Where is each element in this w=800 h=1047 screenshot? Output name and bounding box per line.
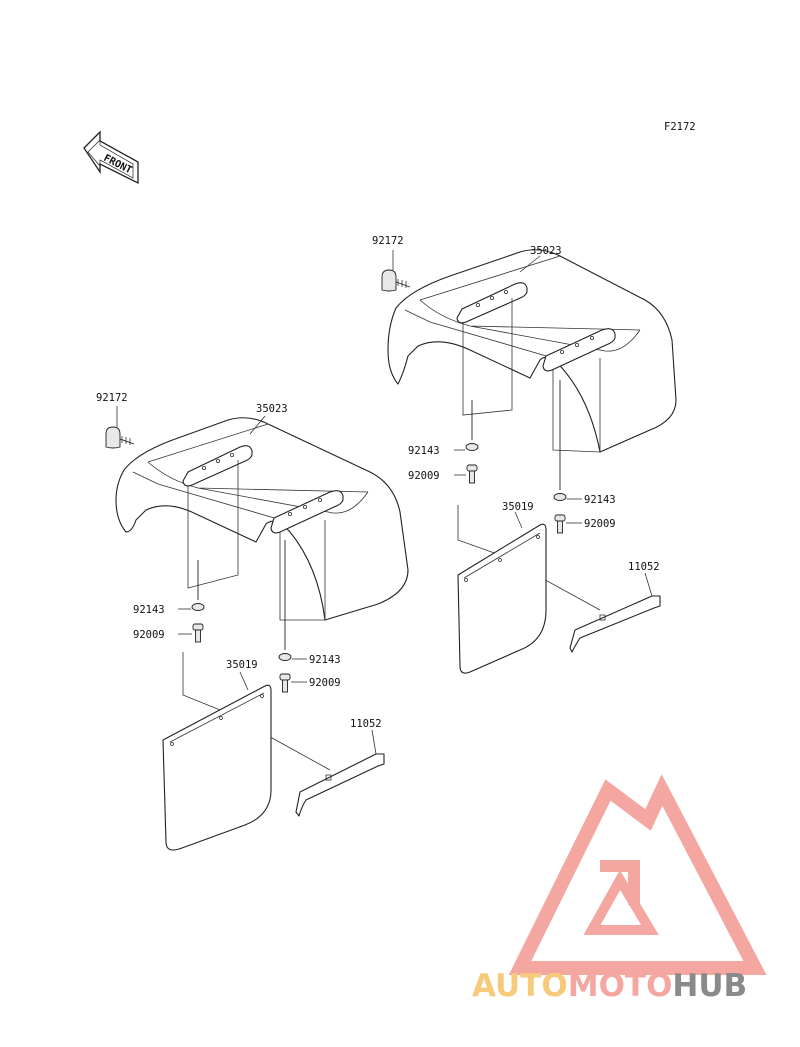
callout-left-washer-b: 92143 xyxy=(309,654,341,666)
right-bolt-b xyxy=(554,514,566,534)
watermark-hub: HUB xyxy=(672,968,747,1004)
callout-left-bolt: 92172 xyxy=(96,392,128,404)
watermark-auto: AUTO xyxy=(472,968,568,1004)
callout-left-bracket: 11052 xyxy=(350,718,382,730)
figure-code: F2172 xyxy=(664,121,696,133)
left-assembly: 92172 35023 92143 92009 92143 92009 35 xyxy=(96,392,409,851)
right-washer-a xyxy=(465,443,479,451)
callout-left-fender: 35023 xyxy=(256,403,288,415)
callout-right-fender: 35023 xyxy=(530,245,562,257)
callout-right-bolt: 92172 xyxy=(372,235,404,247)
watermark-moto: MOTO xyxy=(568,968,673,1004)
callout-right-bracket: 11052 xyxy=(628,561,660,573)
callout-right-washer-b: 92143 xyxy=(584,494,616,506)
left-top-bolt xyxy=(105,426,135,449)
callout-left-bolt-b: 92009 xyxy=(309,677,341,689)
left-washer-b xyxy=(278,653,292,661)
right-bracket xyxy=(569,595,661,653)
callout-right-bolt-a: 92009 xyxy=(408,470,440,482)
callout-right-washer-a: 92143 xyxy=(408,445,440,457)
right-mud-flap xyxy=(457,523,547,674)
left-fender xyxy=(115,417,409,621)
right-assembly: 92172 35023 92143 92009 92143 92009 xyxy=(372,235,677,674)
left-bolt-a xyxy=(192,623,204,643)
watermark-text: AUTOMOTOHUB xyxy=(472,968,747,1004)
callout-left-flap: 35019 xyxy=(226,659,258,671)
right-bolt-a xyxy=(466,464,478,484)
left-mud-flap xyxy=(162,684,272,851)
right-top-bolt xyxy=(381,269,411,292)
left-washer-a xyxy=(191,603,205,611)
right-washer-b xyxy=(553,493,567,501)
callout-left-bolt-a: 92009 xyxy=(133,629,165,641)
left-bolt-b xyxy=(279,673,291,693)
right-fender xyxy=(387,249,677,453)
callout-right-flap: 35019 xyxy=(502,501,534,513)
front-arrow-icon: FRONT xyxy=(83,130,139,185)
callout-right-bolt-b: 92009 xyxy=(584,518,616,530)
watermark-logo xyxy=(508,774,767,975)
callout-left-washer-a: 92143 xyxy=(133,604,165,616)
left-bracket xyxy=(295,753,385,817)
